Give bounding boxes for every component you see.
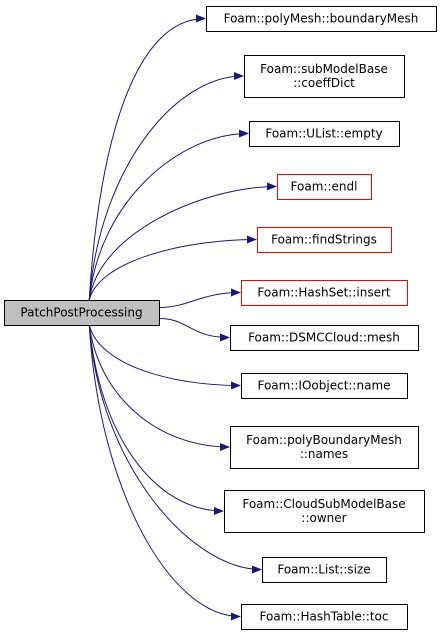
node-foam-endl-label: Foam::endl (291, 180, 358, 194)
node-foam-findstrings[interactable]: Foam::findStrings (257, 227, 392, 253)
node-foam-polyboundarymesh-names-label: ::names (300, 447, 348, 461)
node-foam-hashtable-toc[interactable]: Foam::HashTable::toc (241, 604, 408, 630)
node-foam-endl[interactable]: Foam::endl (277, 174, 372, 200)
edge-to-foam-polymesh-boundarymesh (88, 14, 206, 301)
edge-to-foam-dsmccloud-mesh (158, 318, 230, 342)
node-foam-hashset-insert[interactable]: Foam::HashSet::insert (241, 280, 408, 306)
node-foam-dsmccloud-mesh[interactable]: Foam::DSMCCloud::mesh (230, 325, 419, 351)
node-foam-polyboundarymesh-names[interactable]: Foam::polyBoundaryMesh::names (230, 426, 419, 469)
node-foam-polymesh-boundarymesh-label: Foam::polyMesh::boundaryMesh (224, 12, 419, 26)
edge-to-foam-cloudsubmodelbase-owner (88, 324, 224, 515)
node-foam-dsmccloud-mesh-box (230, 325, 419, 351)
edge-to-foam-hashtable-toc (88, 324, 241, 621)
edge-to-foam-endl (88, 182, 277, 301)
node-foam-submodelbase-coeffdict[interactable]: Foam::subModelBase::coeffDict (244, 55, 405, 98)
edge-to-foam-list-size (88, 324, 262, 574)
edge-to-foam-polyboundarymesh-names (88, 324, 230, 451)
node-foam-hashset-insert-box (241, 280, 408, 306)
edge-to-foam-findstrings (88, 235, 257, 301)
node-foam-polyboundarymesh-names-box (230, 426, 419, 469)
edges-layer (88, 14, 277, 621)
node-foam-dsmccloud-mesh-label: Foam::DSMCCloud::mesh (248, 331, 400, 345)
node-foam-polymesh-boundarymesh[interactable]: Foam::polyMesh::boundaryMesh (206, 6, 437, 32)
node-foam-ioobject-name-label: Foam::IOobject::name (257, 379, 390, 393)
node-foam-submodelbase-coeffdict-box (244, 55, 405, 98)
node-patchpostprocessing-label: PatchPostProcessing (20, 306, 142, 320)
node-foam-ulist-empty[interactable]: Foam::UList::empty (249, 121, 400, 147)
node-foam-hashtable-toc-label: Foam::HashTable::toc (260, 610, 389, 624)
node-foam-list-size-label: Foam::List::size (277, 563, 370, 577)
node-foam-ulist-empty-label: Foam::UList::empty (265, 127, 382, 141)
node-foam-hashtable-toc-box (241, 604, 408, 630)
node-foam-ioobject-name[interactable]: Foam::IOobject::name (241, 373, 408, 399)
node-foam-hashset-insert-label: Foam::HashSet::insert (257, 286, 390, 300)
node-foam-cloudsubmodelbase-owner-box (224, 490, 425, 533)
node-foam-findstrings-label: Foam::findStrings (271, 233, 377, 247)
node-foam-polymesh-boundarymesh-box (206, 6, 437, 32)
nodes-layer: PatchPostProcessing Foam::polyMesh::bound… (4, 6, 437, 630)
node-foam-cloudsubmodelbase-owner-label: ::owner (301, 511, 346, 525)
edge-to-foam-ioobject-name (88, 324, 241, 390)
node-foam-polyboundarymesh-names-label: Foam::polyBoundaryMesh (246, 433, 402, 447)
node-patchpostprocessing[interactable]: PatchPostProcessing (4, 300, 160, 326)
edge-to-foam-submodelbase-coeffdict (88, 72, 244, 301)
node-foam-list-size-box (262, 557, 387, 583)
node-foam-ioobject-name-box (241, 373, 408, 399)
node-foam-ulist-empty-box (249, 121, 400, 147)
edge-to-foam-ulist-empty (88, 129, 249, 301)
node-foam-endl-box (277, 174, 372, 200)
node-foam-cloudsubmodelbase-owner-label: Foam::CloudSubModelBase (242, 497, 405, 511)
node-foam-cloudsubmodelbase-owner[interactable]: Foam::CloudSubModelBase::owner (224, 490, 425, 533)
node-foam-findstrings-box (257, 227, 392, 253)
node-foam-submodelbase-coeffdict-label: ::coeffDict (293, 76, 355, 90)
edge-to-foam-hashset-insert (158, 288, 241, 308)
node-patchpostprocessing-box (4, 300, 160, 326)
node-foam-submodelbase-coeffdict-label: Foam::subModelBase (260, 62, 388, 76)
node-foam-list-size[interactable]: Foam::List::size (262, 557, 387, 583)
